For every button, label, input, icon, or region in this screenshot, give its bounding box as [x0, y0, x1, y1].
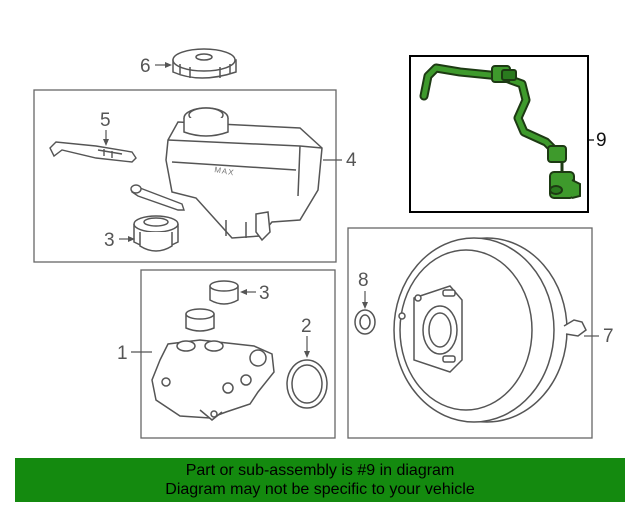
- master-cylinder-box: [140, 269, 336, 439]
- callout-3-upper: 3: [104, 230, 115, 251]
- callout-7: 7: [603, 326, 614, 347]
- part-9-highlight-box: [409, 55, 589, 213]
- info-banner: Part or sub-assembly is #9 in diagram Di…: [15, 458, 625, 502]
- part-3-grommet-upper: [133, 215, 179, 252]
- callout-3-lower: 3: [259, 283, 270, 304]
- part-9-vacuum-hose[interactable]: [419, 63, 581, 199]
- banner-line-2: Diagram may not be specific to your vehi…: [165, 481, 475, 498]
- callout-6-arrow: [165, 62, 172, 68]
- part-6-reservoir-cap: [172, 48, 237, 79]
- part-8-booster-grommet: [354, 309, 376, 335]
- callout-8-arrow: [362, 302, 368, 309]
- part-3-grommet-lower: [209, 280, 239, 305]
- callout-6: 6: [140, 56, 151, 77]
- brake-booster-box: [347, 227, 593, 439]
- part-7-brake-booster: [393, 237, 587, 423]
- callout-5: 5: [100, 110, 111, 131]
- callout-3-lower-arrow: [240, 289, 247, 295]
- part-2-seal-ring: [286, 359, 328, 409]
- callout-5-arrow: [103, 139, 109, 146]
- callout-9: 9: [596, 130, 607, 151]
- reservoir-group-box: [33, 89, 337, 263]
- callout-4: 4: [346, 150, 357, 171]
- callout-1: 1: [117, 343, 128, 364]
- banner-line-1: Part or sub-assembly is #9 in diagram: [185, 462, 455, 479]
- part-retaining-pin: [130, 184, 185, 211]
- callout-8: 8: [358, 270, 369, 291]
- callout-2: 2: [301, 316, 312, 337]
- part-1-master-cylinder: [151, 308, 275, 421]
- callout-3-upper-arrow: [128, 236, 135, 242]
- reservoir-max-stamp: MAX: [214, 165, 236, 177]
- part-5-level-sensor: [49, 141, 137, 163]
- part-4-fluid-reservoir: [165, 107, 323, 242]
- callout-2-arrow: [304, 351, 310, 358]
